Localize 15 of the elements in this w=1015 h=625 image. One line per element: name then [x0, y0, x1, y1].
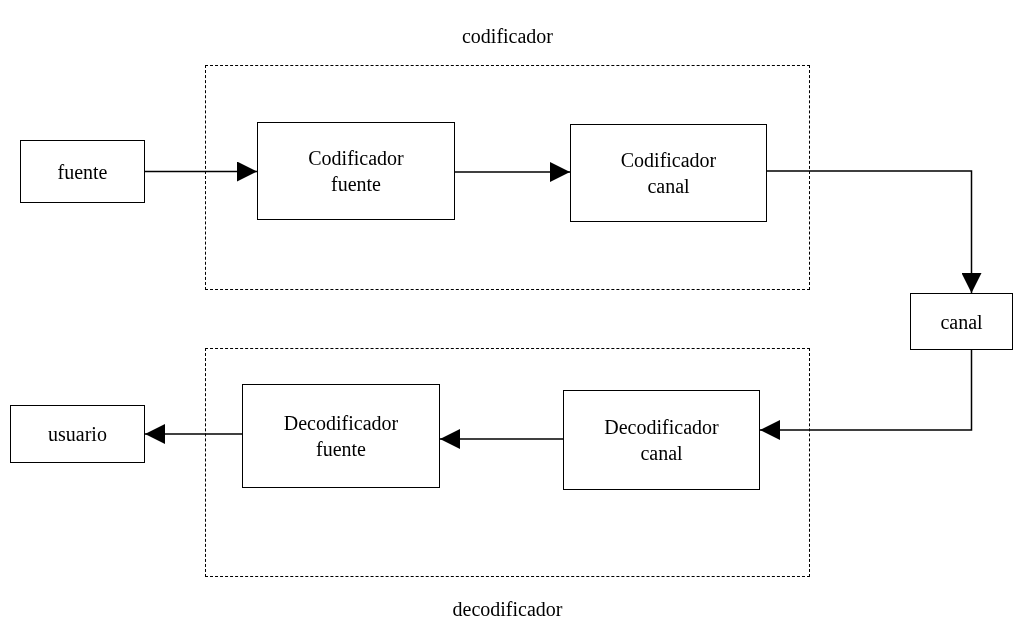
process-box: Codificador canal: [570, 124, 767, 222]
arrow: [454, 162, 571, 182]
process-box: fuente: [20, 140, 145, 203]
process-box: canal: [910, 293, 1013, 350]
arrow: [759, 349, 973, 440]
arrow: [144, 161, 258, 182]
process-box: Codificador fuente: [257, 122, 455, 220]
process-box: usuario: [10, 405, 145, 463]
group-heading: codificador: [460, 25, 555, 48]
arrow: [439, 429, 564, 449]
group-heading: decodificador: [451, 598, 564, 621]
arrow: [766, 170, 982, 294]
process-box: Decodificador fuente: [242, 384, 440, 488]
arrow: [144, 424, 243, 444]
process-box: Decodificador canal: [563, 390, 760, 490]
